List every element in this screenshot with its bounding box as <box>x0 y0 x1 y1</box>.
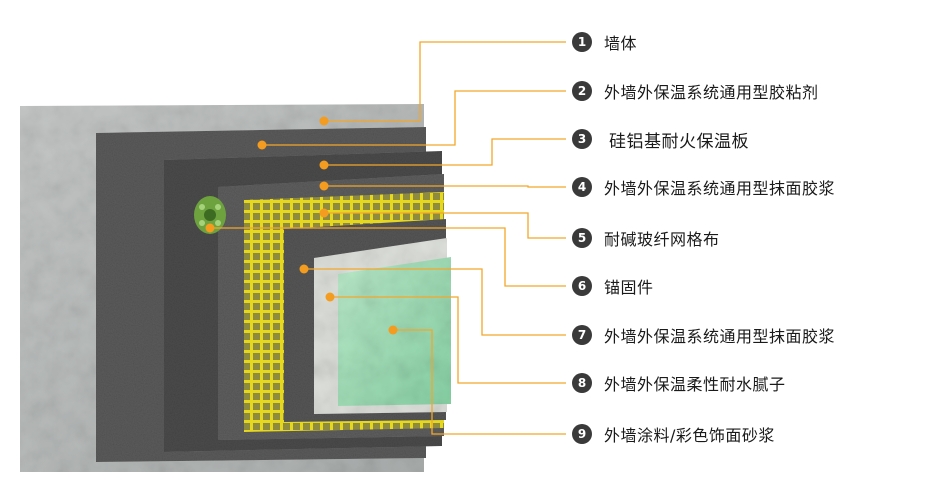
leader-line-2 <box>262 90 566 146</box>
leader-line-6 <box>210 227 566 287</box>
legend-label: 外墙外保温系统通用型胶粘剂 <box>604 83 819 102</box>
leader-dot-2 <box>257 140 267 150</box>
leader-dot-4 <box>319 181 329 191</box>
legend-label: 外墙涂料/彩色饰面砂浆 <box>604 426 775 445</box>
legend-number-badge: 4 <box>572 177 592 197</box>
leader-line-1 <box>324 41 566 122</box>
legend-number-badge: 8 <box>572 373 592 393</box>
legend-number-badge: 3 <box>572 129 592 149</box>
legend-label: 外墙外保温系统通用型抹面胶浆 <box>604 179 836 198</box>
legend-item-3: 3 硅铝基耐火保温板 <box>572 127 749 152</box>
legend-item-4: 4 外墙外保温系统通用型抹面胶浆 <box>572 175 835 199</box>
legend-item-6: 6 锚固件 <box>572 274 654 298</box>
leader-dot-3 <box>319 160 329 170</box>
legend-number-badge: 6 <box>572 276 592 296</box>
leader-lines <box>205 41 566 435</box>
leader-line-5 <box>324 212 566 239</box>
leader-dot-6 <box>205 223 215 233</box>
legend-item-9: 9 外墙涂料/彩色饰面砂浆 <box>572 422 775 446</box>
legend-item-2: 2 外墙外保温系统通用型胶粘剂 <box>572 79 819 103</box>
leader-line-3 <box>324 138 566 166</box>
legend-label: 硅铝基耐火保温板 <box>609 131 749 152</box>
anchor-icon <box>194 196 226 234</box>
legend-label: 墙体 <box>604 34 638 53</box>
legend-label: 锚固件 <box>604 278 654 297</box>
legend-item-1: 1 墙体 <box>572 30 637 54</box>
leader-dot-9 <box>388 325 398 335</box>
legend-item-7: 7 外墙外保温系统通用型抹面胶浆 <box>572 323 835 347</box>
legend-item-8: 8 外墙外保温柔性耐水腻子 <box>572 371 786 395</box>
leader-line-7 <box>304 268 566 336</box>
leader-dot-5 <box>319 208 329 218</box>
leader-dot-7 <box>299 264 309 274</box>
legend-number-badge: 7 <box>572 325 592 345</box>
leader-line-8 <box>330 296 566 384</box>
legend-label: 耐碱玻纤网格布 <box>604 230 720 249</box>
legend-item-5: 5 耐碱玻纤网格布 <box>572 226 720 250</box>
legend-number-badge: 5 <box>572 228 592 248</box>
leader-line-9 <box>393 329 566 435</box>
legend-number-badge: 9 <box>572 424 592 444</box>
legend-number-badge: 2 <box>572 81 592 101</box>
leader-line-4 <box>324 185 566 188</box>
legend-label: 外墙外保温系统通用型抹面胶浆 <box>604 327 836 346</box>
legend-number-badge: 1 <box>572 32 592 52</box>
legend-label: 外墙外保温柔性耐水腻子 <box>604 375 786 394</box>
leader-dot-8 <box>325 292 335 302</box>
leader-dot-1 <box>319 116 329 126</box>
